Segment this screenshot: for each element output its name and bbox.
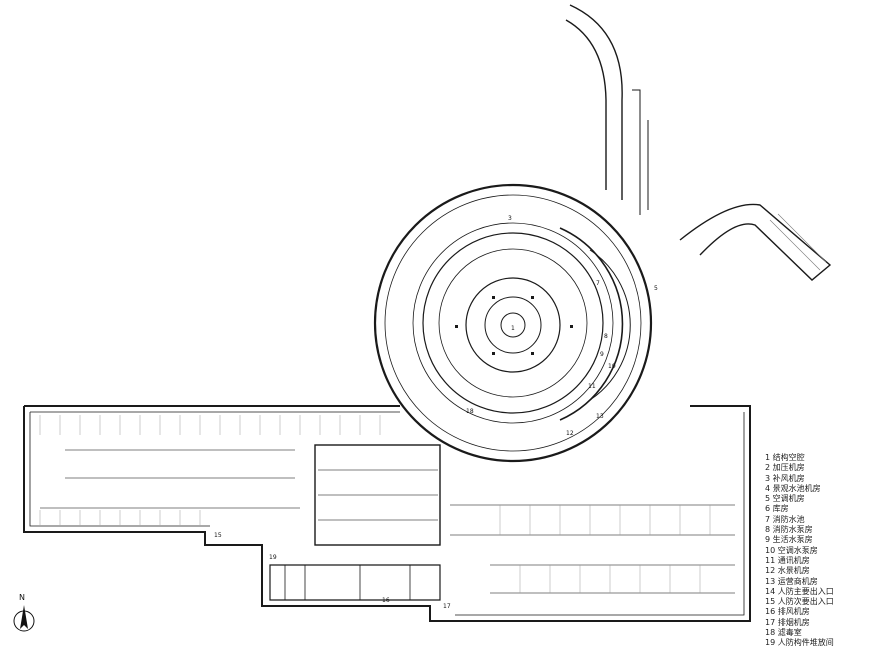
rotunda-ring-4 — [422, 232, 604, 414]
legend-item: 16 排风机房 — [765, 607, 810, 617]
room-tag: 12 — [566, 430, 574, 437]
room-tag: 13 — [596, 413, 604, 420]
lower-annex — [269, 564, 441, 601]
rotunda-ring-2 — [384, 194, 642, 452]
rotunda-ring-3 — [412, 222, 614, 424]
legend-item: 12 水景机房 — [765, 566, 810, 576]
legend-item: 18 滤毒室 — [765, 628, 802, 638]
service-arc-2 — [589, 249, 631, 401]
parking-rows-center — [318, 469, 438, 521]
parking-rows-left — [40, 449, 300, 509]
legend-item: 9 生活水泵房 — [765, 535, 813, 545]
column — [455, 325, 458, 328]
north-label: N — [19, 593, 25, 602]
room-tag: 19 — [269, 554, 277, 561]
service-arc — [559, 227, 624, 421]
legend-item: 10 空调水泵房 — [765, 545, 818, 555]
outer-wall-left-wing — [23, 405, 751, 622]
parking-rows-right — [450, 504, 735, 594]
legend-item: 17 排烟机房 — [765, 617, 810, 627]
legend-item: 7 消防水池 — [765, 514, 805, 524]
room-tag: 10 — [608, 363, 616, 370]
room-tag: 5 — [654, 285, 658, 292]
room-tag: 1 — [511, 325, 515, 332]
room-tag: 16 — [382, 597, 390, 604]
rotunda-core-center — [500, 312, 526, 338]
stall-ticks-right — [499, 505, 711, 593]
room-tag: 18 — [466, 408, 474, 415]
legend: 1 结构空腔 2 加压机房 3 补风机房 4 景观水池机房 5 空调机房 6 库… — [765, 453, 834, 649]
rotunda-core-outer — [465, 277, 561, 373]
rotunda-core-inner — [484, 296, 542, 354]
legend-item: 11 通讯机房 — [765, 555, 810, 565]
legend-item: 15 人防次要出入口 — [765, 597, 834, 607]
north-arrow-icon — [13, 605, 35, 632]
room-tag: 17 — [443, 603, 451, 610]
room-tag: 7 — [596, 280, 600, 287]
east-ramp-lines — [769, 213, 827, 271]
legend-item: 14 人防主要出入口 — [765, 586, 834, 596]
room-tag: 15 — [214, 532, 222, 539]
room-tag: 9 — [600, 351, 604, 358]
room-tag: 11 — [588, 383, 596, 390]
legend-item: 5 空调机房 — [765, 494, 805, 504]
legend-item: 4 景观水池机房 — [765, 483, 821, 493]
north-ramp-wall — [632, 89, 649, 215]
rotunda-ring-5 — [438, 248, 588, 398]
legend-item: 8 消防水泵房 — [765, 525, 813, 535]
rotunda-outer-ring — [373, 183, 653, 463]
north-ramp-inner — [565, 19, 607, 190]
column — [531, 352, 534, 355]
inner-wall-wing — [29, 411, 745, 616]
parking-block-a — [314, 444, 441, 546]
room-tag: 8 — [604, 333, 608, 340]
legend-item: 6 库房 — [765, 504, 789, 514]
column — [492, 352, 495, 355]
column — [492, 296, 495, 299]
stall-ticks-top — [39, 415, 381, 435]
legend-item: 13 运营商机房 — [765, 576, 818, 586]
legend-item: 1 结构空腔 — [765, 453, 805, 462]
column — [531, 296, 534, 299]
north-arrow: N — [10, 593, 40, 635]
legend-item: 2 加压机房 — [765, 463, 805, 473]
stall-ticks-bottom — [39, 510, 201, 525]
legend-item: 19 人防构件堆放间 — [765, 638, 834, 648]
room-tag: 3 — [508, 215, 512, 222]
annex-rooms — [284, 565, 411, 600]
legend-item: 3 补风机房 — [765, 473, 805, 483]
column — [570, 325, 573, 328]
east-ramp — [679, 203, 832, 281]
north-ramp — [569, 4, 623, 200]
